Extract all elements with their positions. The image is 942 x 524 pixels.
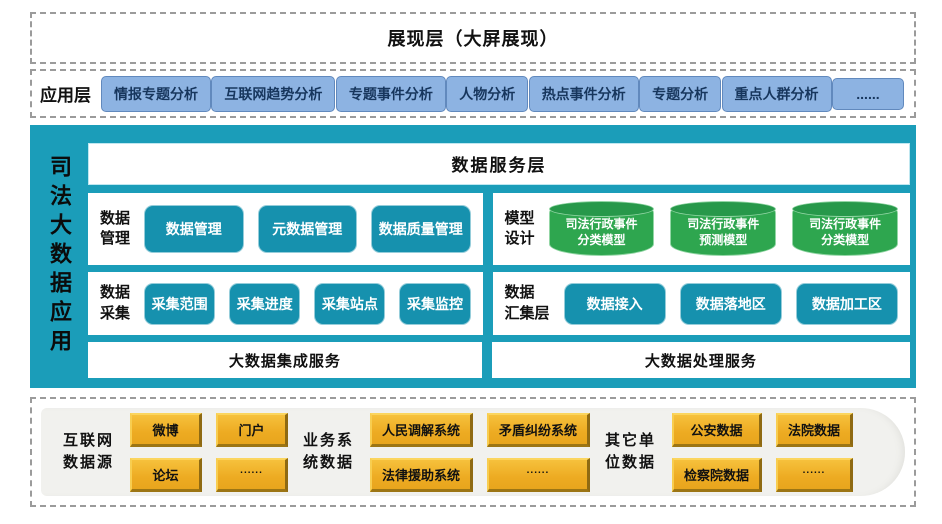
source-court-data: 法院数据 xyxy=(775,412,853,447)
data-sources-panel: 互联网 数据源 微博 门户 论坛 ...... 业务系 统数据 人民调解系统 矛… xyxy=(41,408,905,496)
source-police-data: 公安数据 xyxy=(671,412,762,447)
source-group-internet: 互联网 数据源 微博 门户 论坛 ...... xyxy=(63,412,289,492)
service-bars-row: 大数据集成服务 大数据处理服务 xyxy=(88,342,910,378)
section-model-design: 模型 设计 司法行政事件 分类模型 司法行政事件 预测模型 司法行政事件 分类模… xyxy=(492,192,910,265)
source-business-more: ...... xyxy=(486,457,590,492)
database-cylinder-classification-model: 司法行政事件 分类模型 xyxy=(548,201,655,257)
source-group-business-systems: 业务系 统数据 人民调解系统 矛盾纠纷系统 法律援助系统 ...... xyxy=(302,412,590,492)
app-node-hot-event-analysis: 热点事件分析 xyxy=(528,75,639,112)
bigdata-integration-service-bar: 大数据集成服务 xyxy=(88,342,482,378)
database-cylinder-classification-model-2: 司法行政事件 分类模型 xyxy=(792,201,898,257)
source-dispute-system: 矛盾纠纷系统 xyxy=(486,412,590,447)
section-data-management: 数据 管理 数据管理 元数据管理 数据质量管理 xyxy=(88,192,483,265)
bigdata-processing-service-bar: 大数据处理服务 xyxy=(491,342,910,378)
node-data-quality-management: 数据质量管理 xyxy=(371,204,471,253)
app-node-internet-trend-analysis: 互联网趋势分析 xyxy=(211,75,336,112)
node-data-management: 数据管理 xyxy=(144,204,244,253)
presentation-layer-box: 展现层（大屏展现） xyxy=(30,12,916,64)
app-node-more: ...... xyxy=(831,77,904,110)
presentation-layer-title: 展现层（大屏展现） xyxy=(387,29,559,49)
collection-aggregation-row: 数据 采集 采集范围 采集进度 采集站点 采集监控 数据 汇集层 数据接入 数据… xyxy=(88,271,910,336)
source-other-more: ...... xyxy=(775,457,853,492)
source-legal-aid-system: 法律援助系统 xyxy=(369,457,473,492)
judicial-bigdata-block: 司法大数据应用 数据服务层 数据 管理 数据管理 元数据管理 数据质量管理 模型… xyxy=(30,125,916,388)
section-data-collection: 数据 采集 采集范围 采集进度 采集站点 采集监控 xyxy=(88,271,483,336)
management-model-row: 数据 管理 数据管理 元数据管理 数据质量管理 模型 设计 司法行政事件 分类模… xyxy=(88,192,910,265)
app-node-topic-event-analysis: 专题事件分析 xyxy=(335,75,446,112)
business-systems-label: 业务系 统数据 xyxy=(302,431,354,472)
data-sources-box: 互联网 数据源 微博 门户 论坛 ...... 业务系 统数据 人民调解系统 矛… xyxy=(30,397,916,507)
model-design-label: 模型 设计 xyxy=(504,209,535,247)
app-node-intel-topic-analysis: 情报专题分析 xyxy=(101,75,211,112)
data-management-buttons: 数据管理 元数据管理 数据质量管理 xyxy=(144,204,471,253)
node-data-landing-zone: 数据落地区 xyxy=(679,282,782,325)
application-button-row: 情报专题分析 互联网趋势分析 专题事件分析 人物分析 热点事件分析 专题分析 重… xyxy=(101,75,904,112)
data-management-label: 数据 管理 xyxy=(100,209,131,247)
vertical-title: 司法大数据应用 xyxy=(47,155,72,358)
node-collection-monitoring: 采集监控 xyxy=(399,282,471,325)
other-units-label: 其它单 位数据 xyxy=(604,431,656,472)
source-group-other-units: 其它单 位数据 公安数据 法院数据 检察院数据 ...... xyxy=(604,412,853,492)
source-portal: 门户 xyxy=(216,412,289,447)
section-data-aggregation: 数据 汇集层 数据接入 数据落地区 数据加工区 xyxy=(492,271,910,336)
node-collection-progress: 采集进度 xyxy=(229,282,301,325)
data-service-layer-bar: 数据服务层 xyxy=(88,143,910,185)
node-metadata-management: 元数据管理 xyxy=(257,204,358,253)
data-aggregation-buttons: 数据接入 数据落地区 数据加工区 xyxy=(563,282,898,325)
node-data-processing-zone: 数据加工区 xyxy=(795,282,898,325)
vertical-title-strip: 司法大数据应用 xyxy=(30,125,88,388)
data-aggregation-label: 数据 汇集层 xyxy=(504,284,550,322)
source-people-mediation-system: 人民调解系统 xyxy=(369,412,473,447)
source-forum: 论坛 xyxy=(130,457,203,492)
app-node-person-analysis: 人物分析 xyxy=(446,75,529,112)
main-content: 数据服务层 数据 管理 数据管理 元数据管理 数据质量管理 模型 设计 司法行政… xyxy=(88,125,916,388)
internet-sources-label: 互联网 数据源 xyxy=(63,431,115,472)
source-weibo: 微博 xyxy=(130,412,203,447)
app-node-key-group-analysis: 重点人群分析 xyxy=(721,75,832,112)
application-layer-box: 应用层 情报专题分析 互联网趋势分析 专题事件分析 人物分析 热点事件分析 专题… xyxy=(30,69,916,118)
node-collection-scope: 采集范围 xyxy=(144,282,216,325)
source-internet-more: ...... xyxy=(216,457,289,492)
model-cylinders: 司法行政事件 分类模型 司法行政事件 预测模型 司法行政事件 分类模型 xyxy=(548,201,898,257)
source-procuratorate-data: 检察院数据 xyxy=(671,457,762,492)
node-collection-sites: 采集站点 xyxy=(314,282,386,325)
database-cylinder-prediction-model: 司法行政事件 预测模型 xyxy=(670,201,777,257)
node-data-access: 数据接入 xyxy=(563,282,666,325)
data-collection-buttons: 采集范围 采集进度 采集站点 采集监控 xyxy=(144,282,471,325)
application-layer-label: 应用层 xyxy=(40,86,91,105)
data-collection-label: 数据 采集 xyxy=(100,284,131,322)
app-node-topic-analysis: 专题分析 xyxy=(639,75,722,112)
